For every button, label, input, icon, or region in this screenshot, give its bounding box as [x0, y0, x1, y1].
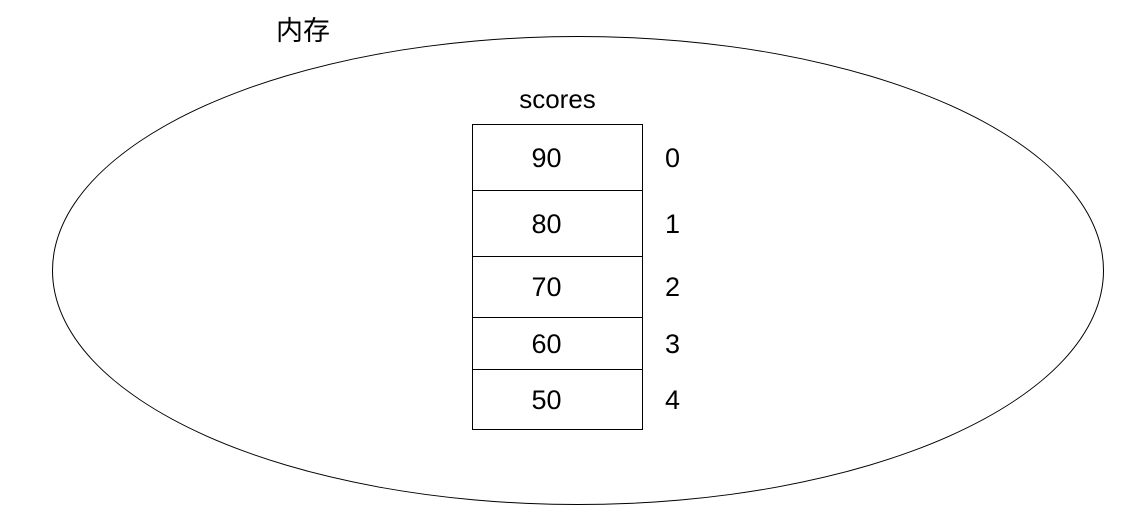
array-cell-value: 60 — [531, 328, 562, 359]
array-cell: 90 0 — [473, 125, 680, 191]
array-cell: 80 1 — [473, 191, 680, 257]
array-cell: 50 4 — [473, 370, 680, 430]
memory-region-label: 内存 — [276, 16, 330, 46]
array-cell: 60 3 — [473, 318, 680, 370]
array-cell: 70 2 — [473, 257, 680, 318]
array-cell-index: 4 — [665, 384, 681, 415]
array-cell-index: 2 — [665, 272, 681, 302]
array-cell-index: 3 — [665, 328, 681, 359]
array-cell-value: 50 — [531, 384, 562, 415]
array-cell-value: 80 — [531, 208, 562, 239]
memory-region-ellipse — [52, 36, 1104, 505]
array-name-label: scores — [519, 84, 596, 114]
array-cell-value: 90 — [531, 142, 562, 173]
array-table: 90 0 80 1 70 2 60 3 50 4 — [472, 124, 680, 430]
array-cell-value: 70 — [531, 272, 562, 302]
array-cell-index: 0 — [665, 142, 681, 173]
array-cell-index: 1 — [665, 208, 681, 239]
